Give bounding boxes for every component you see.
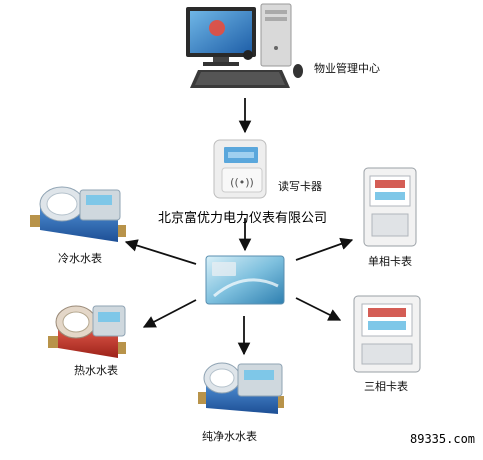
center-label: 物业管理中心 [314, 62, 380, 75]
cold-water-label: 冷水水表 [58, 252, 102, 265]
arrow-card-to-cold-water [124, 239, 197, 265]
pure-water-label: 纯净水水表 [202, 430, 257, 443]
company-name: 北京富优力电力仪表有限公司 [158, 211, 328, 226]
card-reader-icon: ((•)) [213, 139, 267, 199]
single-phase-label: 单相卡表 [368, 255, 412, 268]
cold-water-meter-icon [30, 186, 126, 242]
arrow-card-to-three-phase [295, 297, 342, 321]
three-phase-label: 三相卡表 [364, 380, 408, 393]
reader-label: 读写卡器 [278, 180, 322, 193]
pure-water-meter-icon [198, 362, 284, 414]
hot-water-label: 热水水表 [74, 364, 118, 377]
hot-water-meter-icon [48, 305, 126, 358]
computer-icon [186, 3, 303, 88]
ic-card-image [205, 255, 285, 305]
arrow-card-to-single-phase [295, 237, 354, 261]
svg-text:((•)): ((•)) [230, 176, 254, 189]
single-phase-meter-icon [363, 167, 417, 247]
three-phase-meter-icon [353, 295, 421, 373]
watermark: 89335.com [410, 432, 476, 446]
arrow-card-to-hot-water [142, 299, 197, 328]
